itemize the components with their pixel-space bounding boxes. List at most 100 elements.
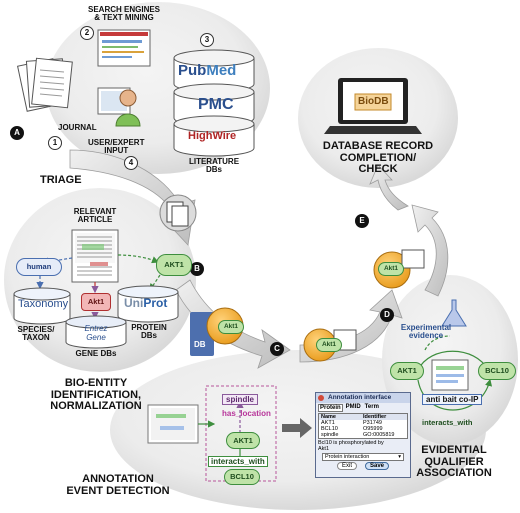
- row-identifier: P31749: [363, 420, 382, 426]
- pubmed-logo-a: Pub: [178, 62, 207, 79]
- exit-button[interactable]: Exit: [336, 462, 357, 470]
- tab-pmid[interactable]: PMID: [345, 404, 361, 410]
- step-number-1: 1: [48, 136, 62, 150]
- entrez-logo-a: Entrez: [84, 324, 108, 333]
- process-arrow: [282, 418, 312, 438]
- highwire-logo: HighWire: [188, 130, 237, 142]
- literature-dbs-label: LITERATURE DBs: [188, 157, 240, 175]
- biodb-screen-label: BioDB: [358, 96, 389, 107]
- annotation-actions: Exit Save: [316, 462, 410, 470]
- step-number-4: 4: [124, 156, 138, 170]
- window-close-icon[interactable]: [318, 395, 324, 401]
- has-location-label: has_location: [222, 409, 271, 418]
- db-completion-title: DATABASE RECORD COMPLETION/ CHECK: [322, 140, 434, 176]
- annotation-sentence: Bcl10 is phosphorylated by Akt1: [318, 440, 384, 452]
- relation-dropdown-value: Protein interaction: [325, 454, 370, 460]
- flow-akt1-e: Akt1: [378, 262, 404, 276]
- row-name: spindle: [321, 432, 339, 438]
- literature-db-stack-icon: [173, 49, 255, 157]
- table-row[interactable]: AKT1 P31749: [319, 420, 407, 426]
- uniprot-logo-b: Prot: [143, 296, 168, 310]
- link-article-akt1: [117, 254, 160, 264]
- pubmed-logo-b: Med: [206, 62, 237, 79]
- annotation-interface-title: Annotation interface: [328, 394, 392, 401]
- entrez-gene-logo: Entrez Gene: [80, 324, 112, 342]
- annotation-article-thumb: [147, 404, 199, 444]
- step-number-3: 3: [200, 33, 214, 47]
- annotation-tabs: Protein PMID Term: [316, 403, 410, 413]
- akt1-node-bioentity: AKT1: [156, 254, 192, 276]
- annotation-interface-titlebar: Annotation interface: [316, 393, 410, 403]
- table-row[interactable]: spindle GO:0005819: [319, 432, 407, 438]
- uniprot-db-icon: [117, 285, 179, 323]
- taxonomy-logo: Taxonomy: [18, 298, 69, 310]
- akt1-node-evidential: AKT1: [390, 362, 424, 380]
- entrez-gene-db-icon: [65, 315, 127, 349]
- step-marker-d: D: [380, 308, 394, 322]
- tab-protein[interactable]: Protein: [318, 404, 343, 412]
- taxonomy-db-icon: [13, 287, 71, 325]
- laptop-icon: [324, 78, 422, 134]
- triage-title: TRIAGE: [40, 174, 82, 186]
- gene-dbs-label: GENE DBs: [75, 349, 117, 358]
- bcl10-node-annotation: BCL10: [224, 469, 260, 485]
- annotation-interface-window: Annotation interface Protein PMID Term N…: [315, 392, 411, 478]
- annotation-title: ANNOTATION EVENT DETECTION: [66, 473, 170, 497]
- tab-term[interactable]: Term: [364, 404, 379, 410]
- row-name: AKT1: [321, 420, 335, 426]
- annotation-table: Name Identifier AKT1 P31749 BCL10 O95999…: [318, 413, 408, 439]
- journal-label: JOURNAL: [58, 123, 97, 132]
- entrez-logo-b: Gene: [86, 333, 106, 342]
- pmc-logo: PMC: [198, 96, 234, 113]
- step-marker-c: C: [270, 342, 284, 356]
- user-expert-label: USER/EXPERT INPUT: [88, 138, 145, 156]
- step-number-2: 2: [80, 26, 94, 40]
- akt1-small-node: Akt1: [81, 293, 111, 311]
- bcl10-node-evidential: BCL10: [478, 362, 516, 380]
- evidential-title: EVIDENTIAL QUALIFIER ASSOCIATION: [416, 444, 492, 480]
- col-name-header: Name: [321, 414, 336, 420]
- save-button[interactable]: Save: [365, 462, 390, 470]
- row-identifier: O95999: [363, 426, 383, 432]
- flow-akt1-b: Akt1: [218, 320, 244, 334]
- spindle-term: spindle: [222, 394, 259, 405]
- pubmed-logo: PubMed: [178, 62, 236, 79]
- flow-arrow-de: [411, 204, 449, 297]
- step-marker-a: A: [10, 126, 24, 140]
- article-stack-node: [159, 194, 197, 232]
- flask-icon: [441, 299, 467, 327]
- evidence-article-icon: [431, 359, 469, 391]
- row-identifier: GO:0005819: [363, 432, 395, 438]
- step-marker-e: E: [355, 214, 369, 228]
- method-label: anti bait co-IP: [422, 394, 483, 405]
- link-evidence-akt1: [424, 335, 451, 351]
- human-node: human: [16, 258, 62, 276]
- protein-dbs-label: PROTEIN DBs: [131, 323, 167, 341]
- col-identifier-header: Identifier: [363, 414, 387, 420]
- interacts-with-annotation: interacts_with: [208, 456, 268, 467]
- bioentity-title: BIO-ENTITY IDENTIFICATION, NORMALIZATION: [50, 377, 142, 413]
- relevant-article-icon: [71, 229, 119, 283]
- link-interacts-evidential: [417, 378, 493, 411]
- uniprot-logo: UniProt: [124, 296, 167, 310]
- user-expert-icon: [97, 87, 141, 127]
- uniprot-logo-a: Uni: [124, 296, 144, 310]
- species-taxon-label: SPECIES/ TAXON: [17, 325, 55, 343]
- search-engine-screenshot-icon: [97, 29, 151, 67]
- row-name: BCL10: [321, 426, 338, 432]
- step-marker-b: B: [190, 262, 204, 276]
- relevant-article-label: RELEVANT ARTICLE: [73, 207, 117, 225]
- journal-icon: [17, 57, 73, 112]
- flow-akt1-c: Akt1: [316, 338, 342, 352]
- akt1-node-annotation: AKT1: [226, 432, 260, 449]
- flow-arrow-e: [369, 164, 409, 211]
- relation-dropdown[interactable]: Protein interaction ▾: [322, 453, 404, 461]
- search-engines-label: SEARCH ENGINES & TEXT MINING: [88, 5, 161, 23]
- chevron-down-icon: ▾: [398, 454, 401, 460]
- table-header-row: Name Identifier: [319, 414, 407, 420]
- interacts-with-evidential: interacts_with: [422, 418, 473, 427]
- table-row[interactable]: BCL10 O95999: [319, 426, 407, 432]
- db-node-label: DB: [194, 340, 206, 349]
- experimental-evidence-label: Experimental evidence: [400, 323, 452, 341]
